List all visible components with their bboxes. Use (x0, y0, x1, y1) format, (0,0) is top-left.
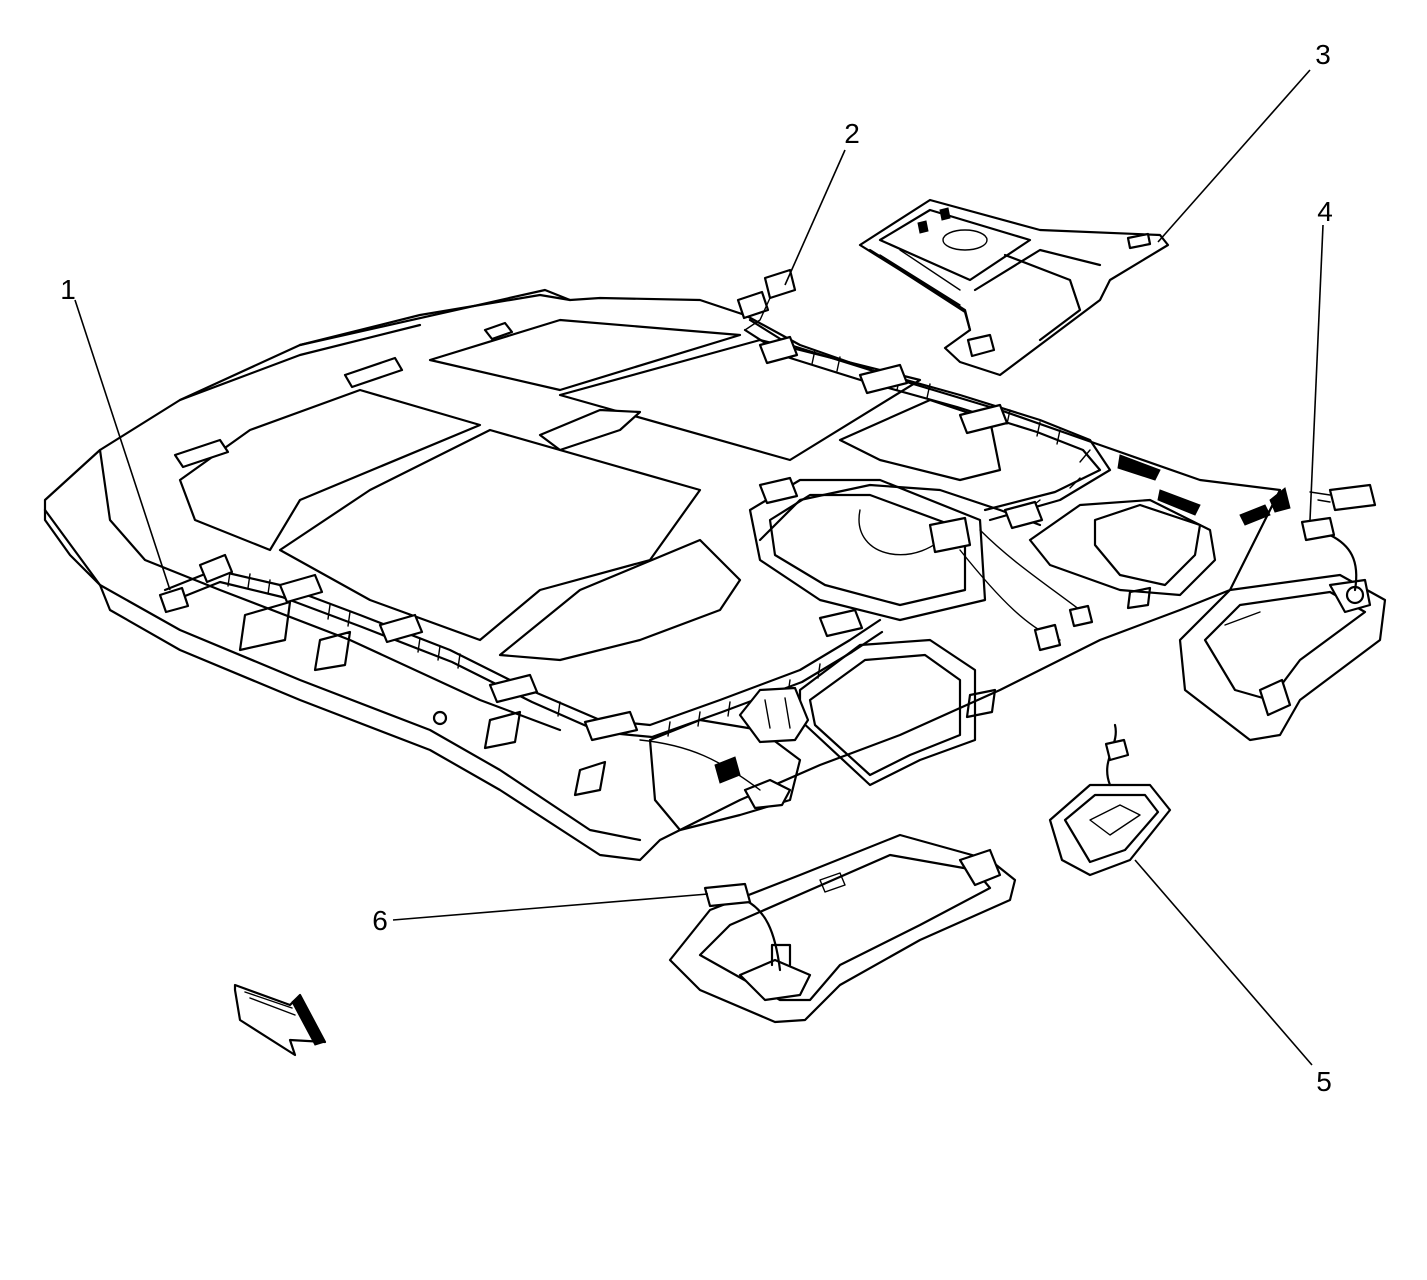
leader-2 (784, 149, 846, 286)
headliner-panel (43, 288, 1291, 862)
callout-3: 3 (1315, 39, 1331, 70)
sunshade-left (668, 833, 1017, 1024)
front-direction-arrow-icon (233, 983, 327, 1057)
roof-harness-connector (736, 268, 797, 331)
leader-lines (74, 69, 1324, 1066)
sunshade-right (1178, 483, 1387, 742)
overhead-console (858, 198, 1170, 377)
leader-1 (74, 299, 171, 591)
callout-2: 2 (844, 118, 860, 149)
leader-5 (1134, 859, 1313, 1066)
leader-4 (1309, 224, 1324, 521)
leader-3 (1157, 69, 1311, 243)
callout-4: 4 (1317, 196, 1333, 227)
callout-5: 5 (1316, 1066, 1332, 1097)
callout-6: 6 (372, 905, 388, 936)
reading-lamp (1048, 723, 1172, 877)
leader-6 (392, 893, 709, 921)
callout-1: 1 (60, 274, 76, 305)
